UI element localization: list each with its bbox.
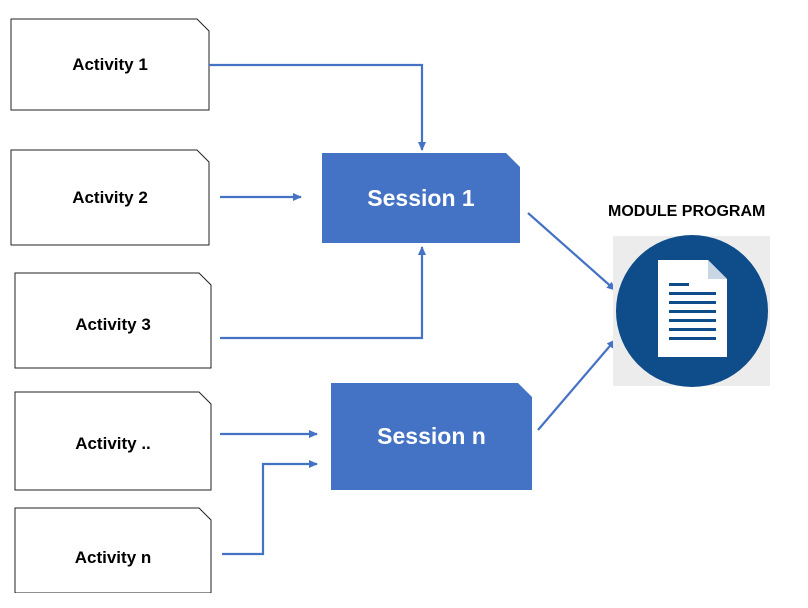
session-box-1	[322, 153, 520, 243]
arrow-session1-to-module	[527, 212, 616, 291]
activity-box-4	[14, 391, 212, 491]
session-box-n	[331, 383, 532, 490]
activity-box-1	[10, 18, 210, 111]
arrow-activityn-to-sessionn	[222, 460, 318, 556]
activity-box-5	[14, 507, 212, 593]
document-icon	[658, 260, 727, 357]
arrow-sessionn-to-module	[537, 339, 616, 431]
module-program-title: MODULE PROGRAM	[608, 203, 766, 220]
activity-box-2	[10, 149, 210, 246]
arrow-activity1-to-session1	[209, 63, 426, 151]
activity-box-3	[14, 272, 212, 369]
arrow-activity3-to-session1	[220, 246, 426, 340]
flow-diagram	[10, 18, 770, 593]
